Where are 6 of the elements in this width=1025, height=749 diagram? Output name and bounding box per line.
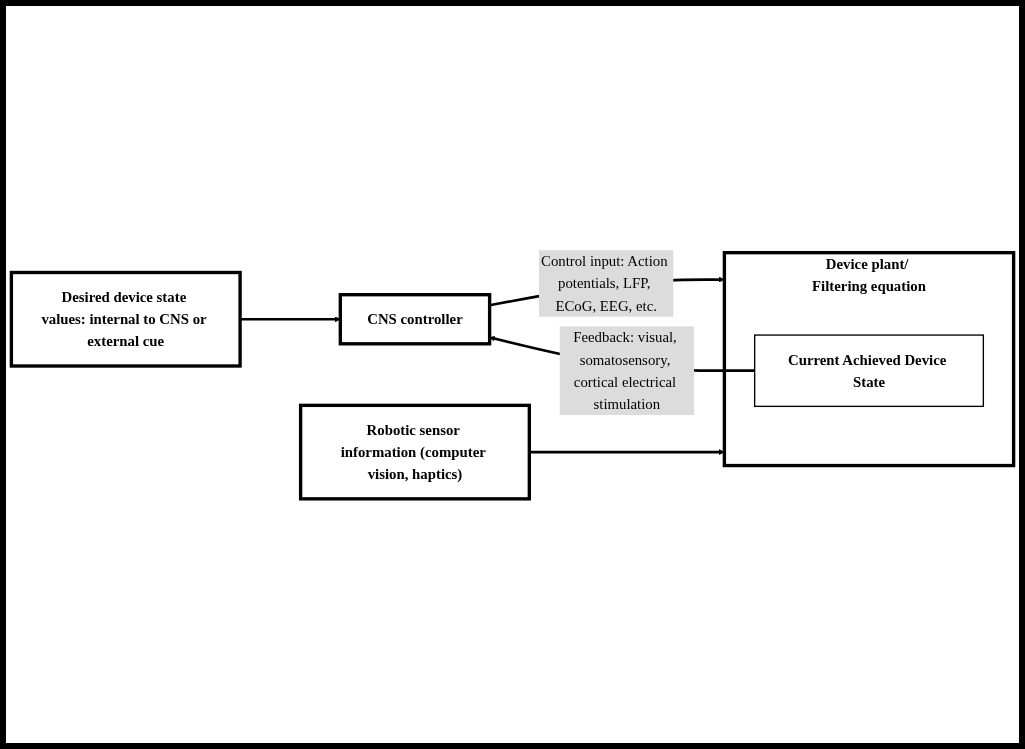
node-box: Desired device state values: internal to CNS or external cue <box>9 270 242 368</box>
node-box: CNS controller <box>338 293 492 346</box>
edge-label: Feedback: visual, somatosensory, cortical electrical stimulation <box>573 329 677 413</box>
node-box: Robotic sensor information (computer vision, haptics) <box>298 403 531 501</box>
node-box: Current Achieved Device State <box>753 334 985 408</box>
edge-label: Control input: Action potentials, LFP, ECoG, EEG, etc. <box>541 252 668 315</box>
